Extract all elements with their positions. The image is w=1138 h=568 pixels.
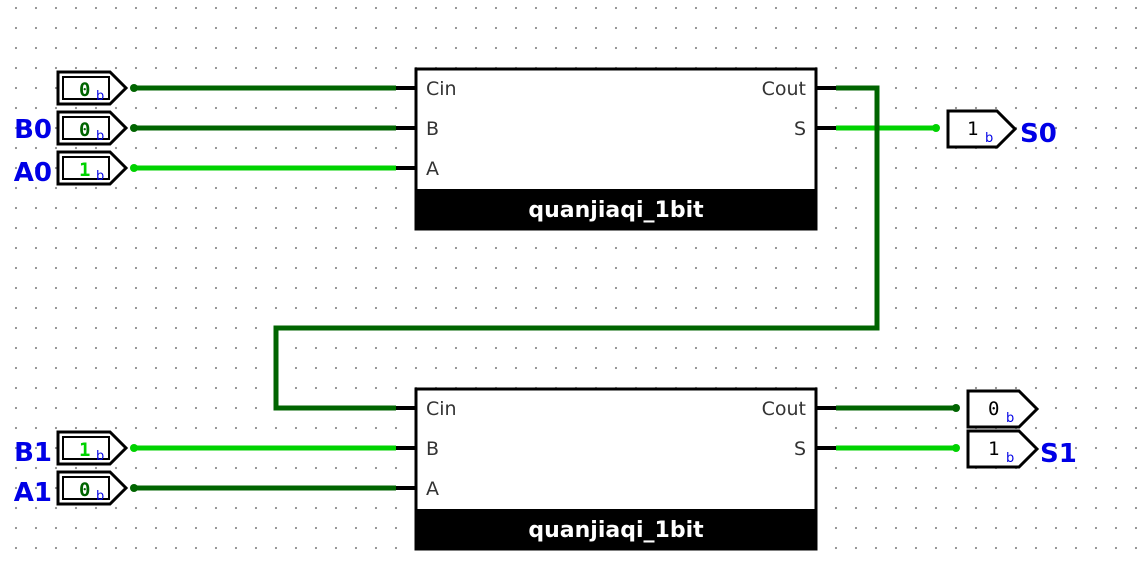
port-stubs xyxy=(396,406,836,490)
pin-inner xyxy=(62,76,110,100)
wires xyxy=(132,85,956,491)
port-stubs xyxy=(396,86,836,170)
connection-dot xyxy=(952,444,960,452)
output-pin-s0: 1 b S0 xyxy=(946,109,1057,149)
pin-value: 0 xyxy=(988,398,999,420)
input-pin-a0[interactable]: 1 b A0 xyxy=(14,150,129,188)
connection-dot xyxy=(130,164,138,172)
pin-label: B0 xyxy=(14,115,52,145)
pin-label: S0 xyxy=(1020,119,1057,149)
output-pin-s1: 1 b S1 xyxy=(966,429,1077,469)
connection-dot xyxy=(130,484,138,492)
output-pin-cout: 0 b xyxy=(966,389,1040,429)
connection-dot xyxy=(130,124,138,132)
pin-label: S1 xyxy=(1040,439,1077,469)
port-cout: Cout xyxy=(762,78,806,100)
pin-suffix: b xyxy=(1006,451,1014,466)
pin-value: 1 xyxy=(79,439,90,461)
pin-label: A1 xyxy=(14,478,52,508)
pin-value: 0 xyxy=(79,79,90,101)
adder-component-2[interactable]: quanjiaqi_1bit Cin B A Cout S xyxy=(396,387,836,551)
input-pin-cin[interactable]: 0 b xyxy=(56,70,129,106)
pin-suffix: b xyxy=(96,89,104,104)
pin-value: 1 xyxy=(967,118,978,140)
input-pin-b1[interactable]: 1 b B1 xyxy=(14,430,129,468)
pin-suffix: b xyxy=(96,489,104,504)
port-cout: Cout xyxy=(762,398,806,420)
pin-suffix: b xyxy=(1006,411,1014,426)
adder-label-bar xyxy=(416,509,816,549)
input-pin-b0[interactable]: 0 b B0 xyxy=(14,110,129,146)
pin-value: 0 xyxy=(79,119,90,141)
pin-label: A0 xyxy=(14,158,52,188)
adder-label: quanjiaqi_1bit xyxy=(528,518,704,543)
port-s: S xyxy=(794,438,806,460)
connection-dot xyxy=(952,404,960,412)
port-cin: Cin xyxy=(426,78,457,100)
pin-inner xyxy=(62,436,110,460)
connection-dots xyxy=(130,84,960,492)
connection-dot xyxy=(130,444,138,452)
pin-inner xyxy=(62,156,110,180)
pin-inner xyxy=(62,476,110,500)
adder-label-bar xyxy=(416,189,816,229)
pin-suffix: b xyxy=(985,131,993,146)
port-a: A xyxy=(426,158,439,180)
pin-value: 0 xyxy=(79,479,90,501)
port-a: A xyxy=(426,478,439,500)
adder-label: quanjiaqi_1bit xyxy=(528,198,704,223)
pin-suffix: b xyxy=(96,169,104,184)
connection-dot xyxy=(130,84,138,92)
pin-body xyxy=(946,109,1018,149)
pin-body xyxy=(966,389,1040,429)
port-s: S xyxy=(794,118,806,140)
pin-value: 1 xyxy=(988,438,999,460)
pin-suffix: b xyxy=(96,129,104,144)
adder-component-1[interactable]: quanjiaqi_1bit Cin B A Cout S xyxy=(396,67,836,231)
port-b: B xyxy=(426,438,439,460)
port-cin: Cin xyxy=(426,398,457,420)
pin-inner xyxy=(62,116,110,140)
pin-body xyxy=(966,429,1040,469)
pin-suffix: b xyxy=(96,449,104,464)
wire-carry[interactable] xyxy=(273,85,880,411)
pin-label: B1 xyxy=(14,438,52,468)
connection-dot xyxy=(932,124,940,132)
port-b: B xyxy=(426,118,439,140)
input-pin-a1[interactable]: 0 b A1 xyxy=(14,470,129,508)
pin-value: 1 xyxy=(79,159,90,181)
